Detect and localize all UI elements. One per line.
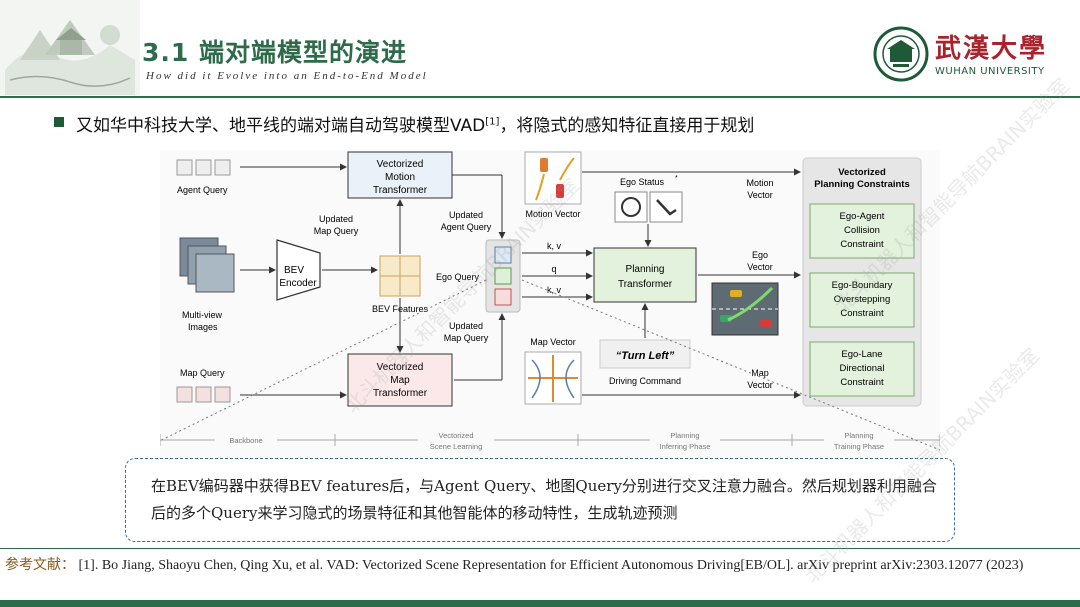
- bullet-text-main: 又如华中科技大学、地平线的端对端自动驾驶模型VAD: [76, 116, 486, 136]
- c3-label-2: Directional: [840, 363, 885, 374]
- c1-label-3: Constraint: [840, 239, 884, 250]
- university-seal-logo: [873, 26, 929, 82]
- bullet-marker-icon: [54, 117, 64, 127]
- phase-scene-1: Vectorized: [438, 431, 473, 440]
- agent-query-label: Agent Query: [177, 185, 228, 195]
- driving-command-label: Driving Command: [609, 376, 681, 386]
- map-query-tokens: [176, 386, 231, 403]
- map-query-label: Map Query: [180, 368, 225, 378]
- updated-map-query-b-label-2: Map Query: [444, 333, 489, 343]
- steering-wheel-icon: [614, 191, 648, 223]
- reference-divider: [0, 548, 1080, 549]
- ego-vector-side-label-1: Ego: [752, 250, 768, 260]
- university-name-cn: 武漢大學: [935, 34, 1048, 64]
- constraints-title-2: Planning Constraints: [814, 179, 910, 190]
- ego-status-label: Ego Status: [620, 177, 665, 187]
- motion-vector-side-label-1: Motion: [746, 178, 773, 188]
- planning-tf-label-2: Transformer: [618, 279, 673, 290]
- phase-backbone: Backbone: [229, 436, 262, 445]
- bev-encoder-label-1: BEV: [284, 265, 304, 276]
- multi-view-label-1: Multi-view: [182, 310, 223, 320]
- c2-label-2: Overstepping: [834, 294, 891, 305]
- map-tf-label-2: Map: [390, 375, 410, 386]
- ego-agent-constraint-block: [809, 203, 915, 259]
- phase-infer-1: Planning: [670, 431, 699, 440]
- pedal-icon: [649, 191, 683, 223]
- phase-train-1: Planning: [844, 431, 873, 440]
- header-landscape-decoration: [0, 0, 140, 95]
- turn-left-command: “Turn Left”: [616, 350, 675, 362]
- bev-encoder-block: [276, 239, 321, 301]
- ego-status-asterisk: *: [675, 175, 678, 182]
- phase-infer-2: Inferring Phase: [660, 442, 711, 451]
- planning-tf-label-1: Planning: [626, 264, 665, 275]
- bullet-text-tail: ，将隐式的感知特征直接用于规划: [499, 116, 755, 136]
- reference-label: 参考文献：: [5, 557, 75, 573]
- updated-agent-query-label-1: Updated: [449, 210, 483, 220]
- map-query-token: [494, 288, 512, 306]
- multi-view-label-2: Images: [188, 322, 218, 332]
- map-tf-label-1: Vectorized: [377, 362, 424, 373]
- c3-label-1: Ego-Lane: [841, 349, 882, 360]
- ego-lane-constraint-block: [809, 341, 915, 397]
- bullet-text: 又如华中科技大学、地平线的端对端自动驾驶模型VAD[1]，将隐式的感知特征直接用…: [76, 111, 754, 136]
- motion-tf-label-2: Motion: [385, 172, 415, 183]
- header-divider: [0, 96, 1080, 98]
- motion-vector-side-label-2: Vector: [747, 190, 773, 200]
- map-vector-label: Map Vector: [530, 337, 576, 347]
- footer-bar: [0, 600, 1080, 607]
- kv2-label: k, v: [547, 285, 562, 295]
- q-label: q: [551, 264, 556, 274]
- map-transformer-block: [347, 353, 453, 407]
- updated-agent-query-label-2: Agent Query: [441, 222, 492, 232]
- phase-train-2: Training Phase: [834, 442, 884, 451]
- ego-boundary-constraint-block: [809, 272, 915, 328]
- phase-scene-2: Scene Learning: [430, 442, 483, 451]
- c2-label-3: Constraint: [840, 308, 884, 319]
- map-tf-label-3: Transformer: [373, 388, 428, 399]
- map-vector-side-label-2: Vector: [747, 380, 773, 390]
- reference-block: 参考文献： [1]. Bo Jiang, Shaoyu Chen, Qing X…: [5, 555, 1075, 576]
- bev-encoder-label-2: Encoder: [279, 278, 317, 289]
- vad-architecture-diagram: Agent Query Multi-view Images Map Query …: [160, 150, 940, 460]
- ego-query-label: Ego Query: [436, 272, 480, 282]
- ego-query-token: [494, 267, 512, 285]
- motion-vector-label: Motion Vector: [525, 209, 580, 219]
- agent-query-token: [494, 246, 512, 264]
- page-title: 3.1 端对端模型的演进: [142, 38, 407, 67]
- bev-features-grid: [379, 255, 421, 297]
- explanation-text: 在BEV编码器中获得BEV features后，与Agent Query、地图Q…: [151, 477, 937, 522]
- map-vector-side-label-1: Map: [751, 368, 769, 378]
- motion-tf-label-3: Transformer: [373, 185, 428, 196]
- c3-label-3: Constraint: [840, 377, 884, 388]
- planning-transformer-block: [593, 247, 697, 303]
- explanation-callout: 在BEV编码器中获得BEV features后，与Agent Query、地图Q…: [125, 458, 955, 542]
- c2-label-1: Ego-Boundary: [832, 280, 893, 291]
- multi-view-images-icon: [179, 237, 235, 293]
- reference-text: [1]. Bo Jiang, Shaoyu Chen, Qing Xu, et …: [78, 558, 1024, 573]
- page-subtitle: How did it Evolve into an End-to-End Mod…: [146, 70, 428, 82]
- ego-vector-side-label-2: Vector: [747, 262, 773, 272]
- bullet-citation: [1]: [485, 116, 500, 128]
- university-name-en: WUHAN UNIVERSITY: [935, 66, 1045, 77]
- motion-transformer-block: [347, 151, 453, 199]
- kv1-label: k, v: [547, 241, 562, 251]
- updated-map-query-a-label-1: Updated: [319, 214, 353, 224]
- c1-label-1: Ego-Agent: [840, 211, 885, 222]
- constraints-title-1: Vectorized: [838, 167, 886, 178]
- updated-map-query-a-label-2: Map Query: [314, 226, 359, 236]
- motion-tf-label-1: Vectorized: [377, 159, 424, 170]
- driving-command-box: [599, 339, 691, 369]
- c1-label-2: Collision: [844, 225, 880, 236]
- updated-map-query-b-label-1: Updated: [449, 321, 483, 331]
- agent-query-tokens: [176, 159, 231, 176]
